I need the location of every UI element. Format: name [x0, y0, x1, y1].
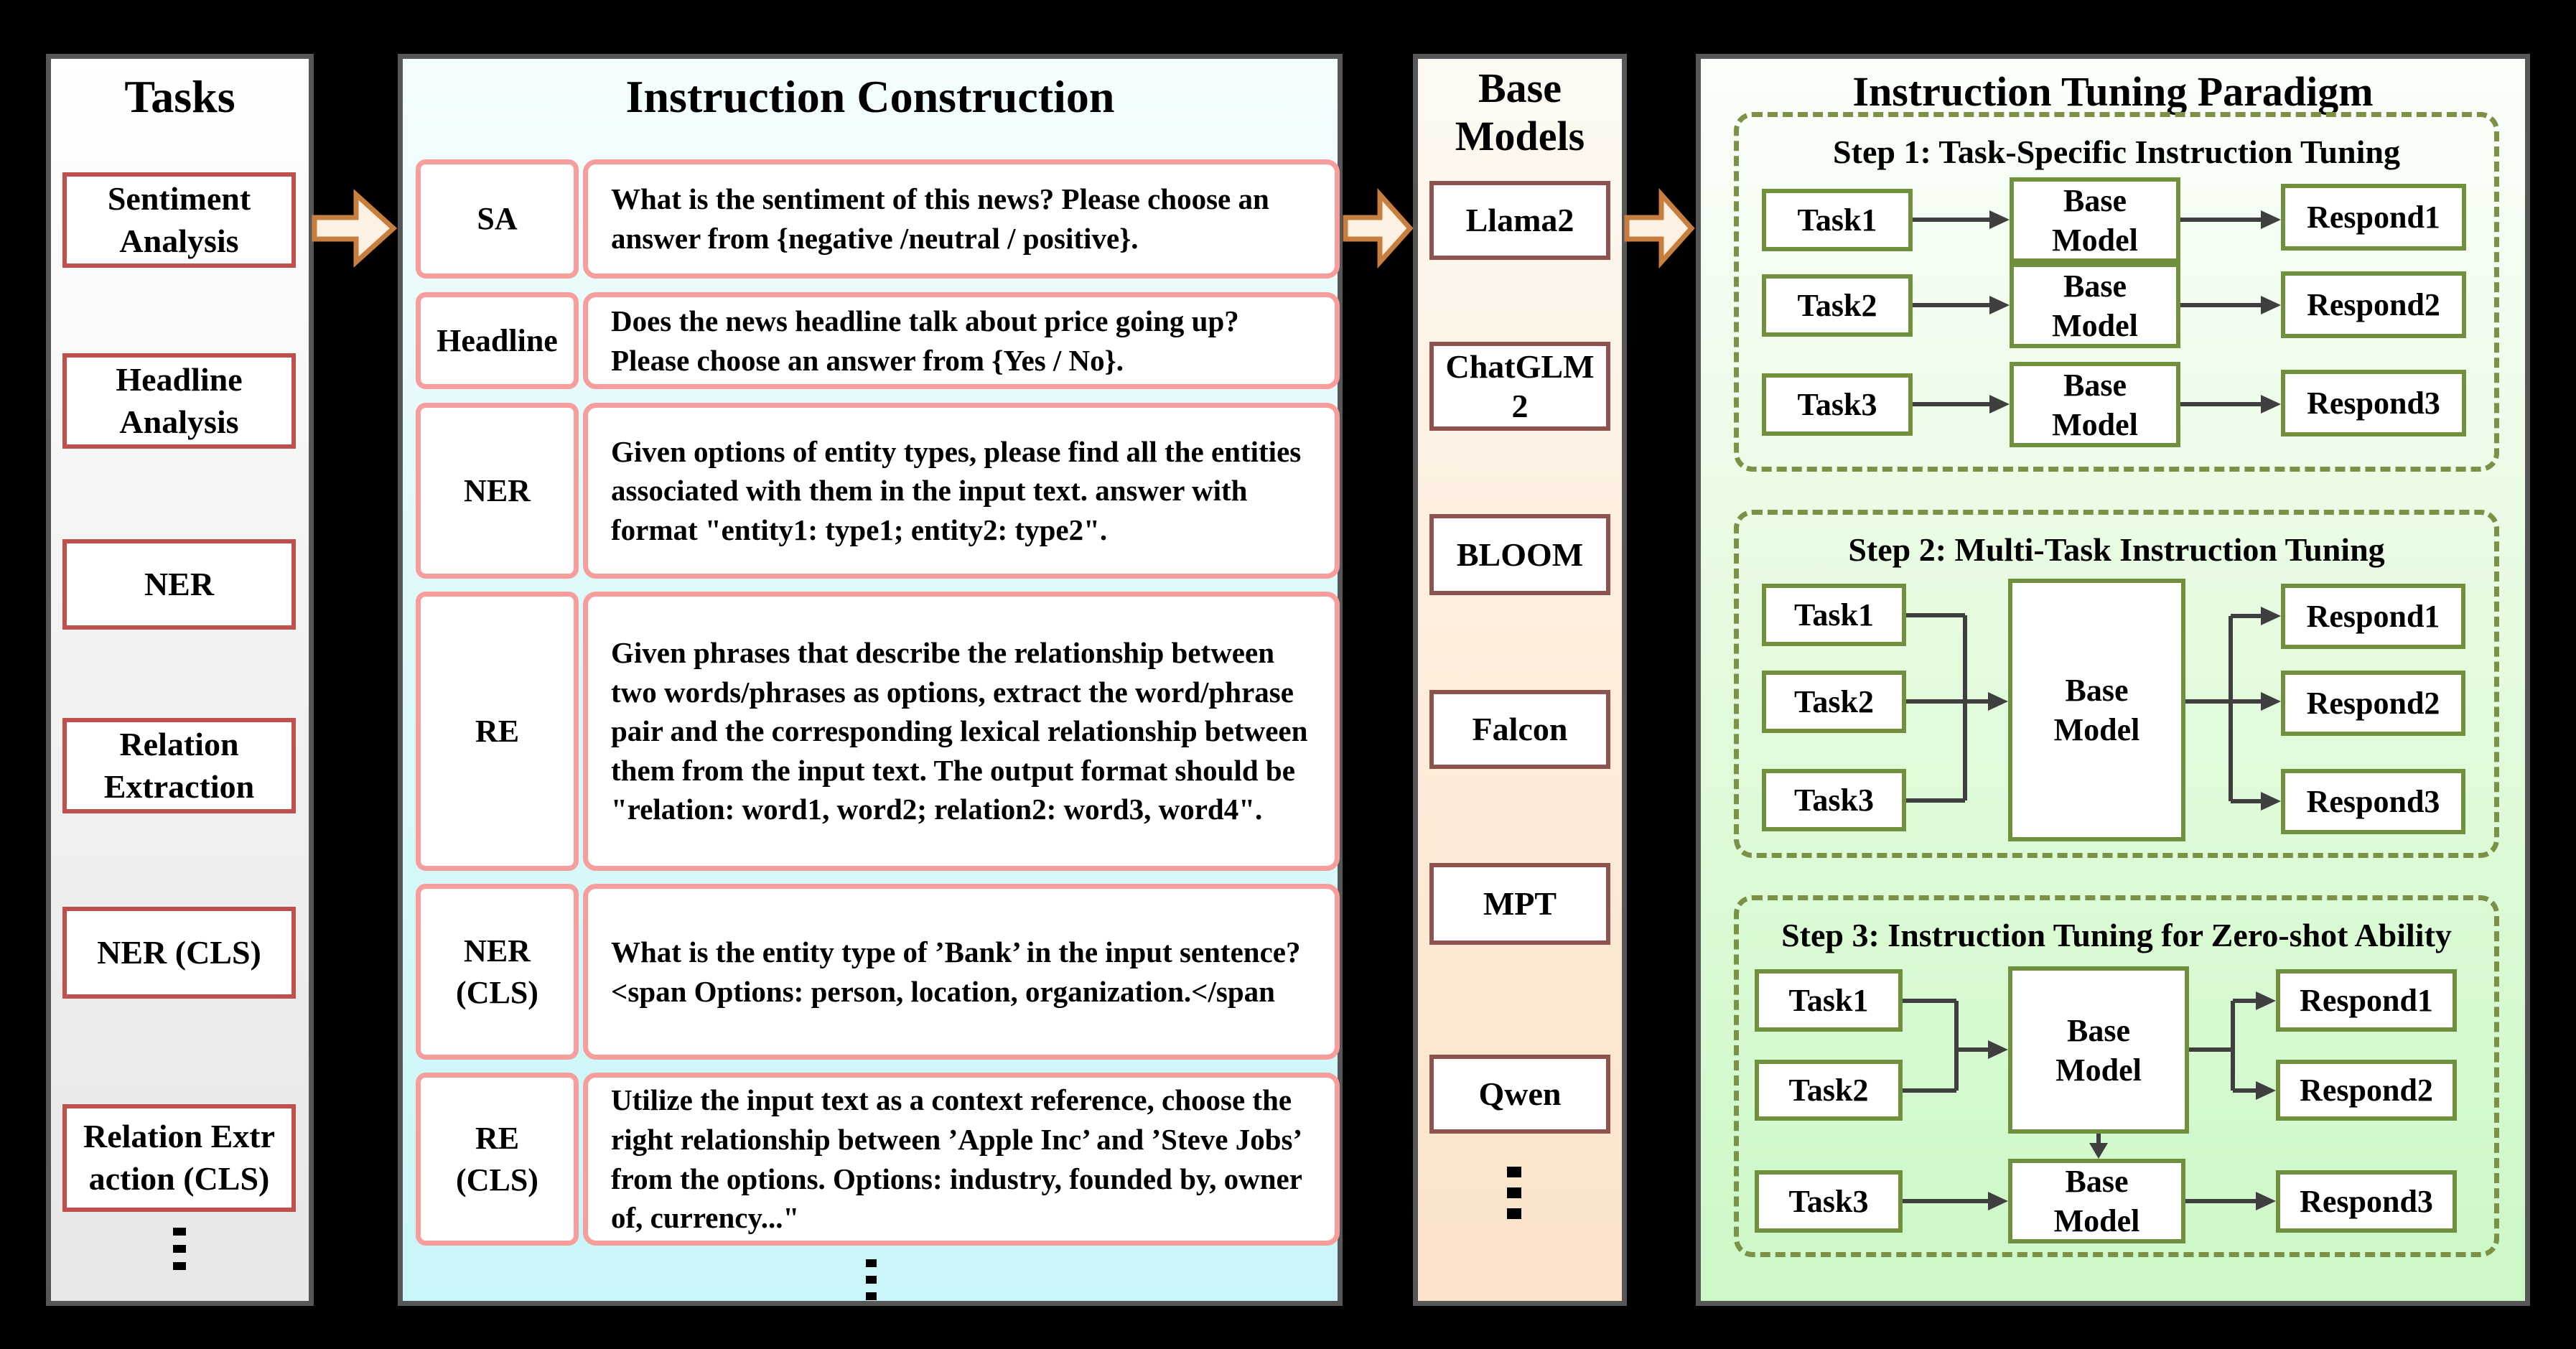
- flow-arrow-tasks-to-instructions-icon: [312, 189, 398, 268]
- step2-task1-box: Task1: [1762, 584, 1906, 646]
- instruction-text-headline-content: Does the news headline talk about price …: [611, 304, 1239, 377]
- instruction-text-ner: Given options of entity types, please fi…: [583, 403, 1340, 579]
- instruction-label-sa: SA: [416, 159, 579, 279]
- step-3-box: Step 3: Instruction Tuning for Zero-shot…: [1734, 895, 2499, 1257]
- tasks-panel-title: Tasks: [124, 71, 235, 122]
- instruction-label-ner-cls: NER (CLS): [416, 884, 579, 1060]
- step2-respond3-box: Respond3: [2281, 769, 2465, 834]
- paradigm-panel: Instruction Tuning Paradigm Step 1: Task…: [1696, 54, 2530, 1306]
- step1-base-model2-box: Base Model: [2010, 263, 2180, 348]
- task-box-headline-analysis: Headline Analysis: [62, 353, 296, 449]
- base-models-title: Base Models: [1455, 65, 1585, 159]
- tasks-vertical-ellipsis-icon: [173, 1228, 186, 1279]
- step1-respond2-box: Respond2: [2281, 271, 2466, 338]
- task-box-relation-extraction-cls: Relation Extr action (CLS): [62, 1104, 296, 1212]
- base-models-panel: Base Models Llama2 ChatGLM 2 BLOOM Falco…: [1413, 54, 1627, 1306]
- step-1-title: Step 1: Task-Specific Instruction Tuning: [1833, 134, 2400, 170]
- instruction-label-headline: Headline: [416, 292, 579, 389]
- step1-base-model3-box: Base Model: [2010, 362, 2180, 447]
- step3-respond2-box: Respond2: [2276, 1060, 2457, 1121]
- paradigm-title: Instruction Tuning Paradigm: [1852, 68, 2374, 115]
- step2-base-model-box: Base Model: [2008, 579, 2185, 841]
- instruction-label-re: RE: [416, 592, 579, 871]
- step1-respond1-box: Respond1: [2281, 184, 2466, 251]
- instruction-label-ner: NER: [416, 403, 579, 579]
- step-3-title: Step 3: Instruction Tuning for Zero-shot…: [1781, 917, 2452, 953]
- step2-task2-box: Task2: [1762, 671, 1906, 733]
- task-box-ner-cls: NER (CLS): [62, 907, 296, 999]
- step3-base-model-bottom-box: Base Model: [2008, 1159, 2185, 1243]
- instruction-label-re-cls: RE (CLS): [416, 1073, 579, 1246]
- step1-task1-box: Task1: [1762, 189, 1913, 251]
- instruction-text-ner-cls: What is the entity type of ’Bank’ in the…: [583, 884, 1340, 1060]
- instruction-text-re-content: Given phrases that describe the relation…: [611, 636, 1308, 826]
- step1-task3-box: Task3: [1762, 373, 1913, 436]
- step3-respond1-box: Respond1: [2276, 969, 2457, 1032]
- step-2-title: Step 2: Multi-Task Instruction Tuning: [1848, 531, 2385, 568]
- base-model-box-falcon: Falcon: [1429, 690, 1610, 769]
- base-model-box-qwen: Qwen: [1429, 1055, 1610, 1134]
- base-model-box-chatglm2: ChatGLM 2: [1429, 342, 1610, 431]
- base-model-box-bloom: BLOOM: [1429, 514, 1610, 595]
- tasks-panel: Tasks Sentiment Analysis Headline Analys…: [46, 54, 314, 1306]
- instruction-construction-panel: Instruction Construction SA What is the …: [398, 54, 1343, 1306]
- step3-task3-box: Task3: [1755, 1170, 1903, 1233]
- step3-base-model-top-box: Base Model: [2008, 966, 2189, 1134]
- base-model-box-llama2: Llama2: [1429, 181, 1610, 260]
- instruction-text-sa: What is the sentiment of this news? Plea…: [583, 159, 1340, 279]
- step3-respond3-box: Respond3: [2276, 1170, 2457, 1233]
- step1-respond3-box: Respond3: [2281, 370, 2466, 437]
- step2-task3-box: Task3: [1762, 769, 1906, 831]
- instruction-text-re-cls: Utilize the input text as a context refe…: [583, 1073, 1340, 1246]
- instruction-text-headline: Does the news headline talk about price …: [583, 292, 1340, 389]
- step3-task2-box: Task2: [1755, 1060, 1903, 1121]
- instruction-text-re-cls-content: Utilize the input text as a context refe…: [611, 1083, 1302, 1235]
- step3-task1-box: Task1: [1755, 969, 1903, 1032]
- step2-respond2-box: Respond2: [2281, 671, 2465, 736]
- step-2-box: Step 2: Multi-Task Instruction Tuning Ta…: [1734, 510, 2499, 858]
- instruction-text-ner-cls-content: What is the entity type of ’Bank’ in the…: [611, 935, 1301, 1008]
- step2-respond1-box: Respond1: [2281, 584, 2465, 649]
- step1-task2-box: Task2: [1762, 274, 1913, 337]
- task-box-sentiment-analysis: Sentiment Analysis: [62, 172, 296, 268]
- base-models-vertical-ellipsis-icon: [1507, 1167, 1521, 1229]
- step1-base-model1-box: Base Model: [2010, 177, 2180, 263]
- base-model-box-mpt: MPT: [1429, 863, 1610, 945]
- instruction-text-re: Given phrases that describe the relation…: [583, 592, 1340, 871]
- step-1-box: Step 1: Task-Specific Instruction Tuning…: [1734, 112, 2499, 472]
- instruction-construction-title: Instruction Construction: [625, 71, 1115, 122]
- flow-arrow-instructions-to-models-icon: [1343, 187, 1414, 269]
- instruction-vertical-ellipsis-icon: [866, 1259, 877, 1309]
- task-box-relation-extraction: Relation Extraction: [62, 718, 296, 813]
- flow-arrow-models-to-paradigm-icon: [1624, 187, 1695, 269]
- instruction-text-ner-content: Given options of entity types, please fi…: [611, 434, 1302, 546]
- task-box-ner: NER: [62, 539, 296, 630]
- instruction-text-sa-content: What is the sentiment of this news? Plea…: [611, 182, 1269, 255]
